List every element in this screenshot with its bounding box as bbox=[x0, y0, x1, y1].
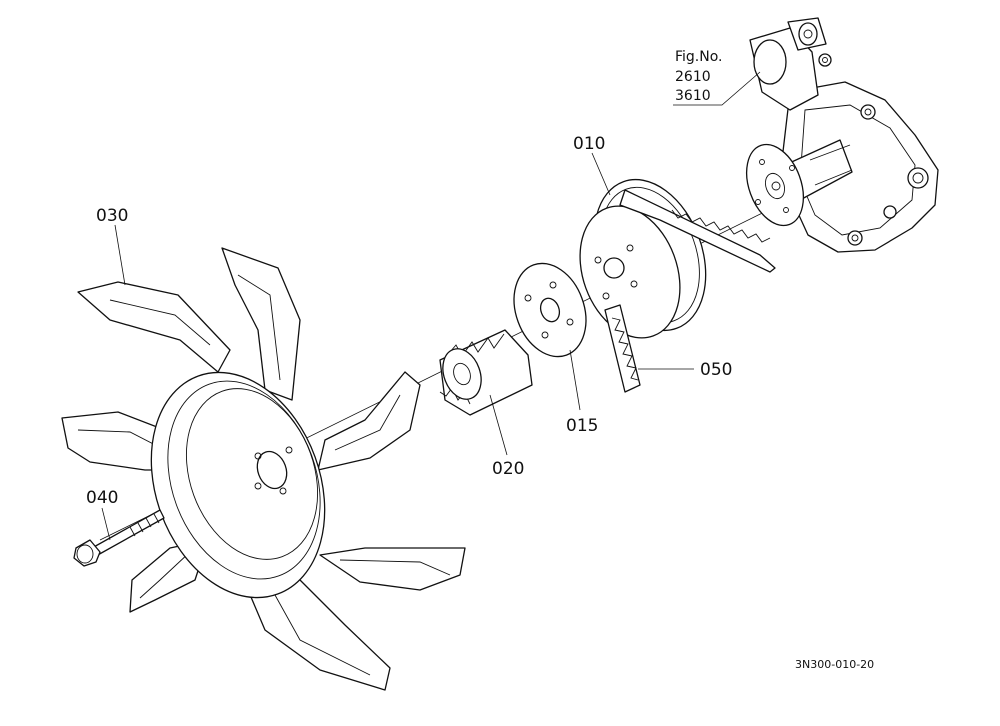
leader-040 bbox=[101, 507, 111, 541]
leader-010 bbox=[591, 152, 611, 196]
fig-no-leader bbox=[673, 71, 761, 106]
bolt bbox=[73, 509, 165, 567]
label-050: 050 bbox=[700, 360, 732, 380]
leader-015 bbox=[569, 349, 581, 411]
label-030: 030 bbox=[96, 206, 128, 226]
fan-belt bbox=[604, 189, 776, 393]
label-015: 015 bbox=[566, 416, 598, 436]
label-040: 040 bbox=[86, 488, 118, 508]
figure-reference: Fig.No. 2610 3610 bbox=[673, 49, 761, 106]
fig-no-3610: 3610 bbox=[675, 88, 711, 104]
leader-030 bbox=[114, 224, 126, 286]
drawing-code: 3N300-010-20 bbox=[795, 658, 874, 671]
fig-no-2610: 2610 bbox=[675, 69, 711, 85]
pulley bbox=[579, 178, 707, 339]
fig-no-title: Fig.No. bbox=[675, 49, 723, 65]
fan bbox=[61, 247, 466, 691]
water-pump bbox=[746, 17, 939, 253]
leader-020 bbox=[489, 394, 508, 456]
flange bbox=[513, 262, 587, 358]
spacer bbox=[439, 329, 533, 416]
callouts: 010 015 020 030 040 050 bbox=[86, 134, 732, 541]
label-020: 020 bbox=[492, 459, 524, 479]
label-010: 010 bbox=[573, 134, 605, 154]
